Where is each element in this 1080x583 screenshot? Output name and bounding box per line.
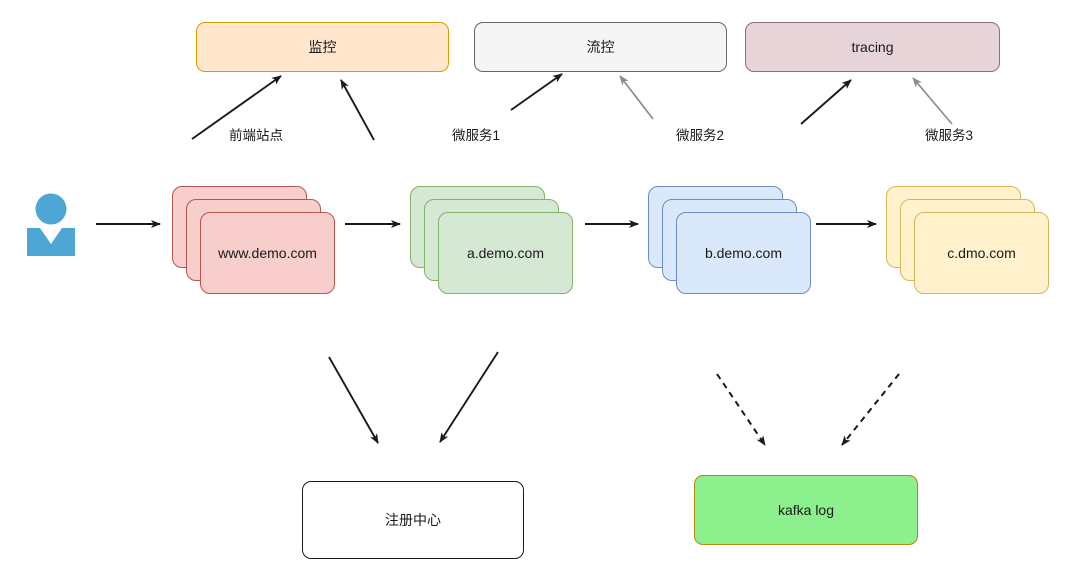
stack-layer-front[interactable]: www.demo.com xyxy=(200,212,335,294)
stack-layer-front[interactable]: a.demo.com xyxy=(438,212,573,294)
node-flow-control[interactable]: 流控 xyxy=(474,22,727,72)
node-flow-control-label: 流控 xyxy=(586,38,615,55)
node-tracing-label: tracing xyxy=(851,38,894,55)
node-stack-a-demo[interactable]: a.demo.com xyxy=(410,186,585,296)
node-stack-b-demo-label: b.demo.com xyxy=(704,245,783,261)
edge-label-microservice-2: 微服务2 xyxy=(676,128,725,143)
node-stack-a-demo-label: a.demo.com xyxy=(466,245,545,261)
node-kafka-log[interactable]: kafka log xyxy=(694,475,918,545)
arrow-ms1-to-flow-control xyxy=(510,73,563,111)
arrow-right-to-registry xyxy=(439,351,499,443)
edge-label-microservice-1: 微服务1 xyxy=(452,128,501,143)
edge-label-frontend-site: 前端站点 xyxy=(229,128,283,143)
node-tracing[interactable]: tracing xyxy=(745,22,1000,72)
arrow-unlabeled-to-monitoring xyxy=(340,79,375,141)
stack-layer-front[interactable]: c.dmo.com xyxy=(914,212,1049,294)
node-monitoring-label: 监控 xyxy=(308,38,337,55)
node-stack-www-demo-label: www.demo.com xyxy=(218,245,317,261)
arrow-ms3-to-tracing xyxy=(912,77,953,125)
arrow-left-to-kafka xyxy=(716,373,766,446)
arrow-ms2-to-flow-control xyxy=(619,75,654,120)
node-kafka-log-label: kafka log xyxy=(777,501,835,518)
node-stack-c-dmo[interactable]: c.dmo.com xyxy=(886,186,1061,296)
node-registry-center-label: 注册中心 xyxy=(385,511,441,528)
arrow-left-to-registry xyxy=(328,356,379,444)
arrow-left-to-tracing xyxy=(800,79,852,125)
node-monitoring[interactable]: 监控 xyxy=(196,22,449,72)
node-stack-b-demo[interactable]: b.demo.com xyxy=(648,186,823,296)
stack-layer-front[interactable]: b.demo.com xyxy=(676,212,811,294)
node-stack-c-dmo-label: c.dmo.com xyxy=(947,245,1016,261)
node-stack-www-demo[interactable]: www.demo.com xyxy=(172,186,347,296)
user-actor-icon xyxy=(22,192,80,261)
arrow-right-to-kafka xyxy=(841,373,900,446)
edge-label-microservice-3: 微服务3 xyxy=(925,128,974,143)
node-registry-center[interactable]: 注册中心 xyxy=(302,481,524,559)
